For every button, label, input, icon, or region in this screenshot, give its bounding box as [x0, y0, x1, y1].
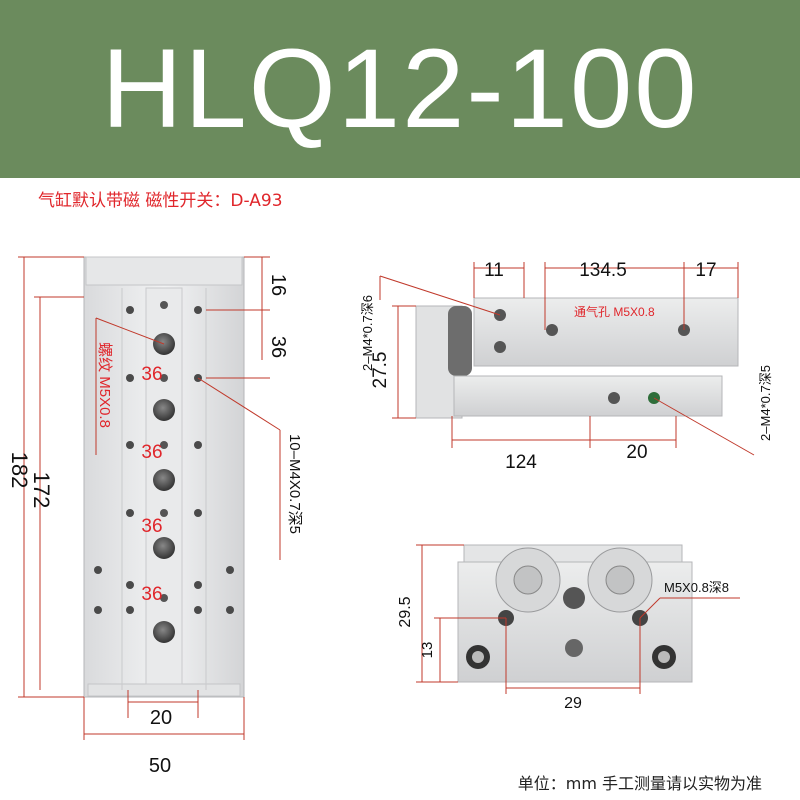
dim-11: 11 [484, 260, 504, 281]
pitch-label-4: 36 [141, 584, 162, 605]
title-banner [0, 0, 800, 178]
pitch-label-3: 36 [141, 516, 162, 537]
dim-36-right: 36 [267, 336, 289, 358]
hole-callout: 10–M4X0.7深5 [286, 434, 303, 534]
side-base [453, 375, 723, 417]
model-title: HLQ12-100 [101, 26, 699, 151]
end-view: 29.5 13 M5X0.8深8 29 [397, 544, 740, 712]
dim-16: 16 [267, 274, 289, 296]
dim-29: 29 [564, 695, 582, 712]
side-roller [448, 306, 472, 376]
side-view: 11 134.5 17 通气孔 M5X0.8 2–M4*0.7深6 27.5 2… [360, 260, 773, 473]
dim-17: 17 [695, 260, 716, 281]
thread-label: 螺纹 M5X0.8 [96, 342, 113, 428]
front-view: 16 36 182 172 螺纹 M5X0.8 36 36 36 36 10–M… [7, 256, 303, 777]
unit-note: 单位：mm 手工测量请以实物为准 [517, 774, 762, 793]
dim-50: 50 [149, 755, 171, 777]
side-slide-block [473, 297, 739, 367]
magnet-note: 气缸默认带磁 磁性开关：D-A93 [38, 191, 283, 211]
right-callout: 2–M4*0.7深5 [758, 365, 773, 441]
pitch-label-1: 36 [141, 364, 162, 385]
dim-20-side: 20 [626, 442, 647, 463]
dim-20-front: 20 [150, 707, 172, 729]
dim-134-5: 134.5 [579, 260, 627, 281]
pitch-label-2: 36 [141, 442, 162, 463]
dim-29-5: 29.5 [397, 596, 414, 627]
front-bottom-cap [87, 683, 241, 697]
dim-13: 13 [419, 642, 436, 659]
front-side-holes [94, 306, 234, 614]
dim-124: 124 [505, 452, 537, 473]
dim-182: 182 [7, 452, 32, 489]
left-callout: 2–M4*0.7深6 [360, 295, 375, 371]
front-top-cap [85, 256, 243, 286]
port-label: 通气孔 M5X0.8 [574, 304, 655, 319]
dim-172: 172 [29, 472, 54, 509]
end-callout: M5X0.8深8 [664, 580, 729, 595]
dim-27-5: 27.5 [370, 352, 391, 389]
